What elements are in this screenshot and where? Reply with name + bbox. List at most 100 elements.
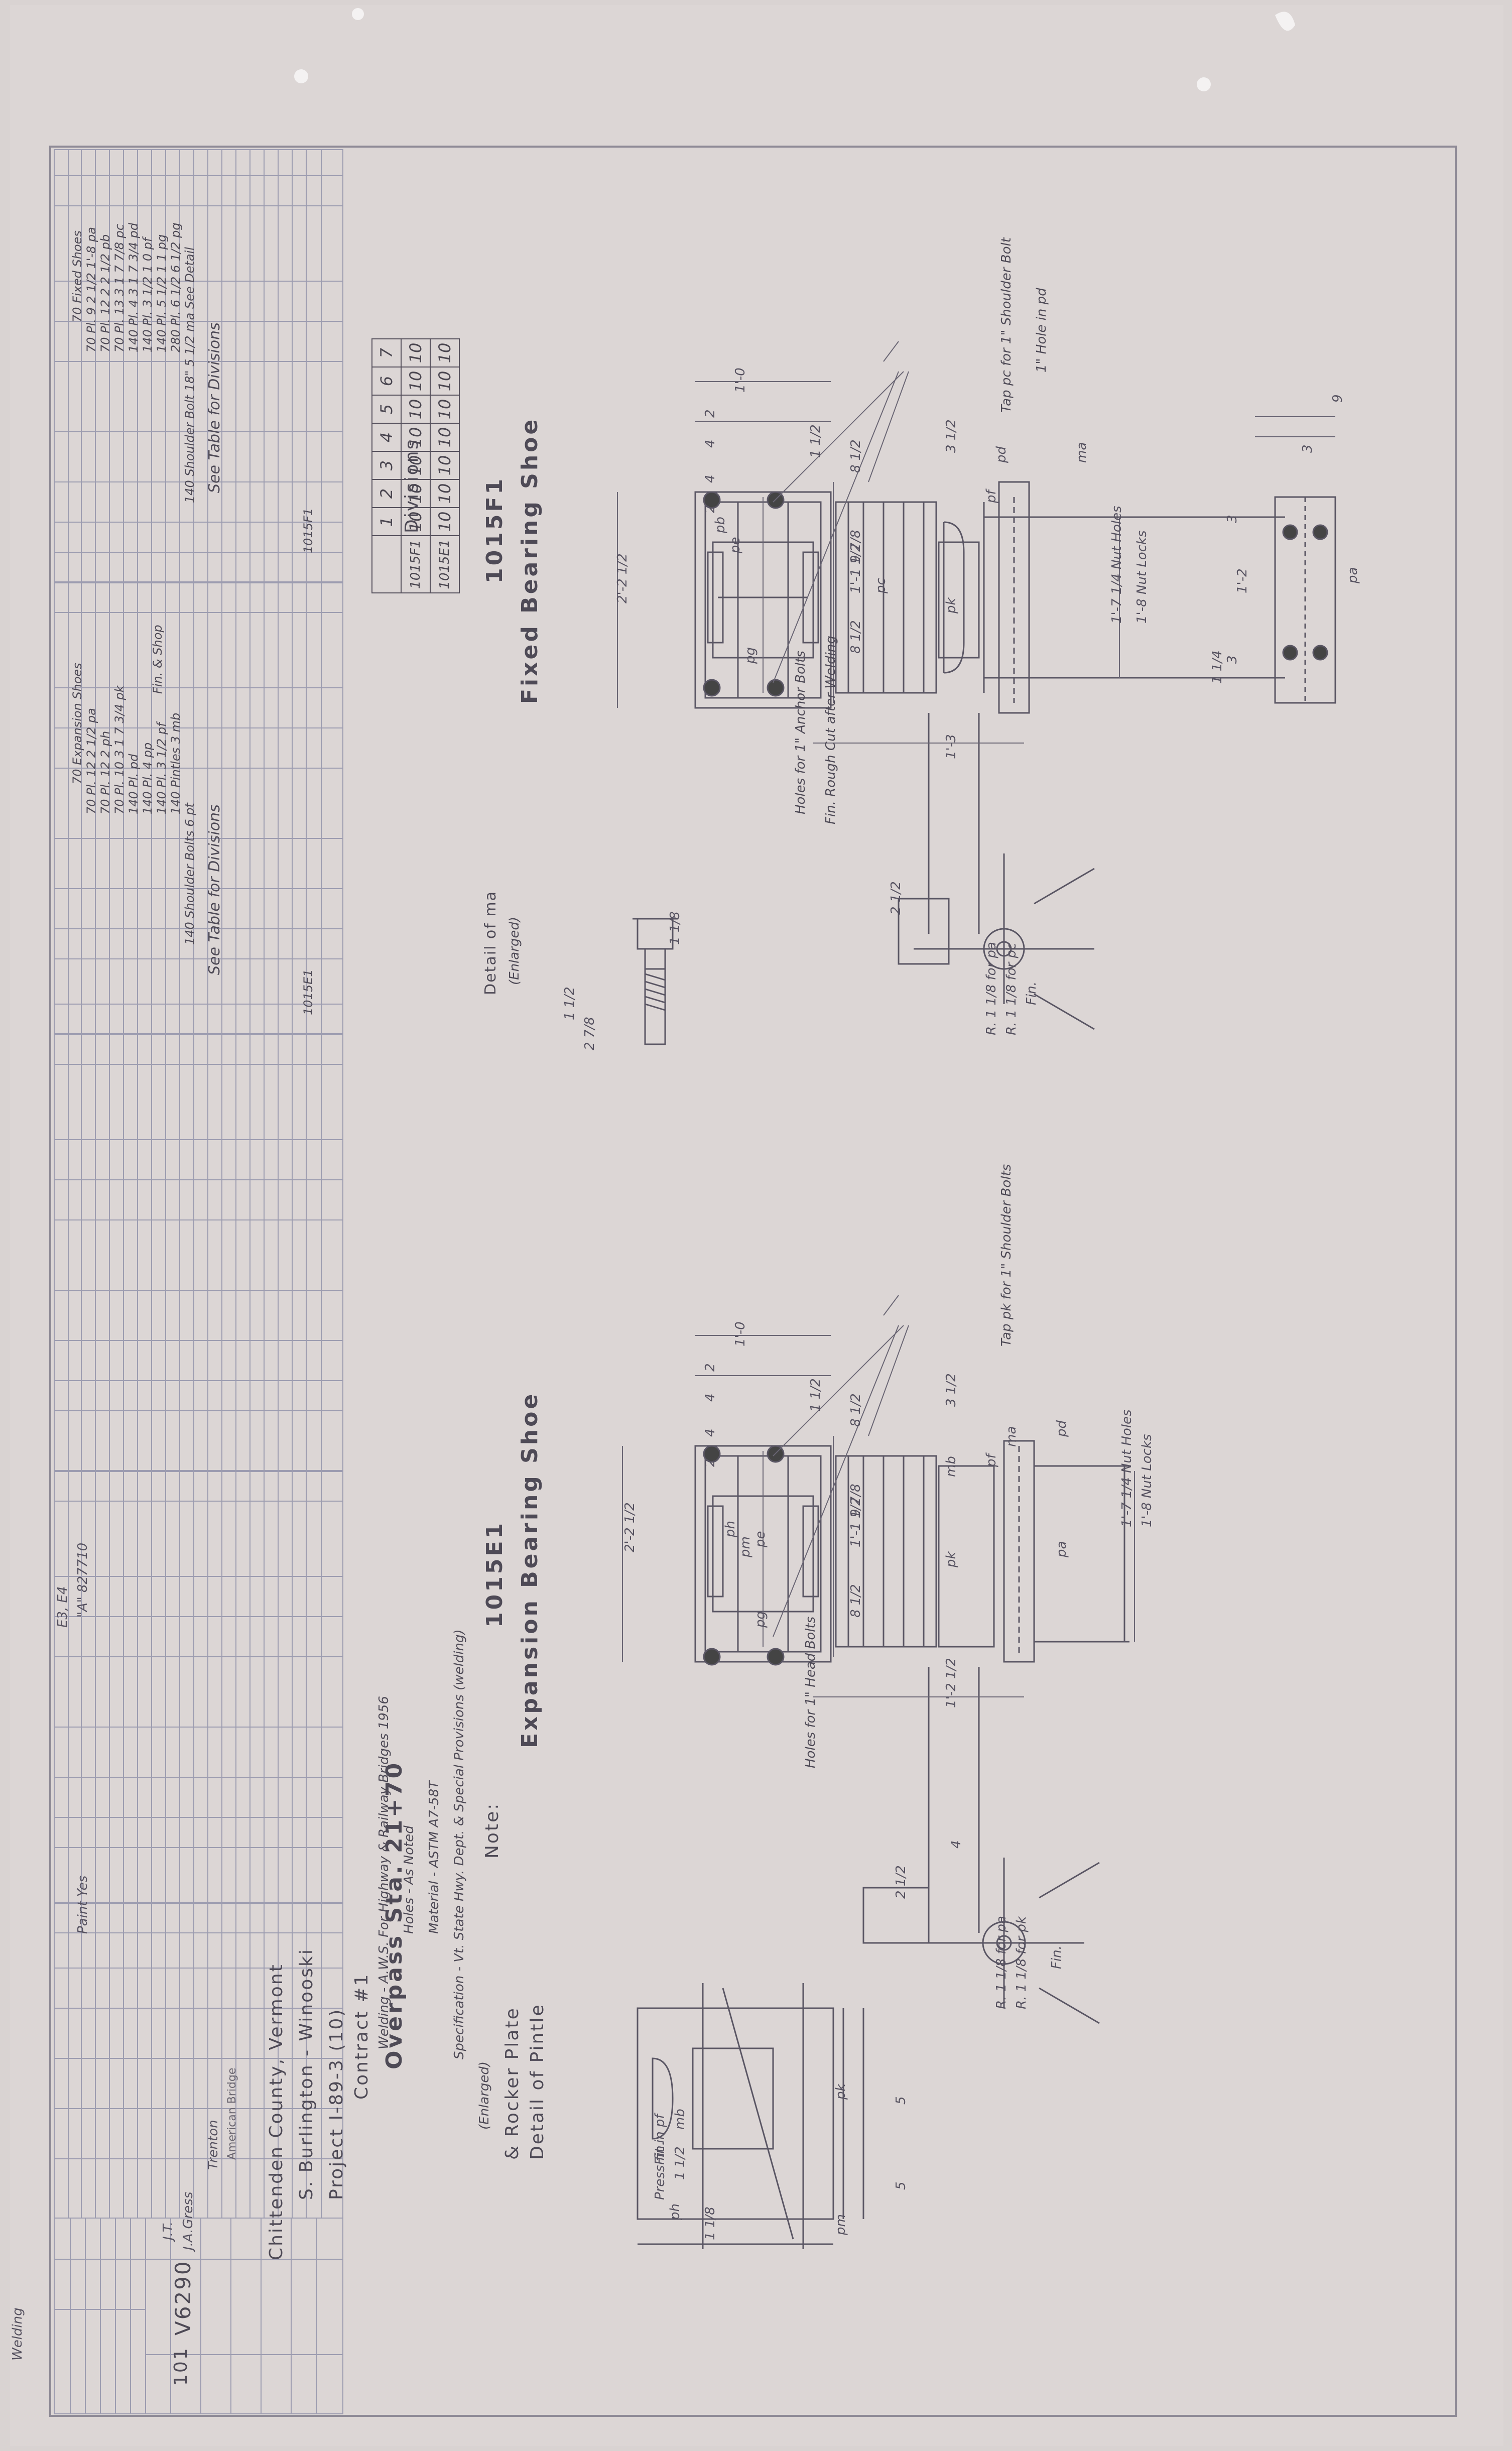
detail-ma-dim: 2 7/8: [582, 1017, 597, 1050]
detail-ma-dim: 1 1/2: [562, 987, 577, 1020]
title-block-frame: [54, 2218, 343, 2414]
expansion-shoe-label: 1'-7 1/4 Nut Holes: [1119, 1409, 1135, 1527]
side-note: Welding: [10, 2307, 25, 2361]
stamp: E3, E4: [55, 1586, 70, 1628]
fixed-shoe-dim: 9: [1330, 394, 1345, 403]
expansion-shoe-label: Tap pk for 1" Shoulder Bolts: [999, 1164, 1014, 1346]
expansion-shoe-dim: 1 1/2: [808, 1378, 823, 1412]
expansion-shoe-dimension-lines: [622, 1295, 1135, 1697]
project-number: Project I-89-3 (10): [326, 2008, 347, 2200]
expansion-shoe-label: ma: [1004, 1426, 1019, 1447]
pintle-label: 5: [894, 2181, 909, 2190]
fixed-shoe-dim: 3: [1225, 515, 1240, 523]
expansion-shoe-label: pm: [738, 1536, 753, 1557]
expansion-shoe-title: Expansion Bearing Shoe: [517, 1391, 543, 1748]
expansion-shoe-label: pd: [1054, 1420, 1069, 1437]
bom-row: 70 Pl. 10 3 1 7 3/4 pk: [112, 685, 127, 814]
fixed-shoe-label: Holes for 1" Anchor Bolts: [793, 651, 808, 814]
expansion-shoe-dim: 1'-2 1/2: [944, 1658, 959, 1708]
bom-row: 70 Pl. 12 2 2 1/2 pb: [98, 234, 112, 352]
fixed-shoe-label: R. 1 1/8 for pa: [984, 942, 999, 1035]
bom-row: 280 Pl. 6 1/2 6 1/2 pg: [169, 222, 183, 352]
fixed-shoe-mark: 1015F1: [482, 476, 508, 583]
bom-row: 140 Pl. 4 3 1 7 3/4 pd: [127, 222, 141, 352]
detail-ma-title: Detail of ma: [482, 891, 499, 995]
expansion-shoe-label: ph: [723, 1521, 738, 1537]
bom-row: 140 Shoulder Bolts 6 pt: [183, 803, 197, 945]
tear-mark: [1275, 12, 1295, 31]
bom-row: 70 Pl. 13 3 1 7 7/8 pc: [112, 223, 127, 352]
bom-row: 140 Pl. pd: [127, 754, 141, 814]
fixed-shoe-label: 1'-7 1/4 Nut Holes: [1109, 506, 1124, 624]
expansion-shoe-dim: 4: [703, 1428, 718, 1437]
detail-ma-bolt: [633, 918, 678, 1045]
fixed-shoe-label: pg: [743, 647, 758, 664]
bom-row: 140 Pl. 4 pp: [141, 742, 155, 814]
pintle-label: pm: [833, 2214, 848, 2235]
pintle-label: 1 1/2: [673, 2146, 688, 2180]
location: S. Burlington - Winooski: [296, 1948, 317, 2200]
fixed-shoe-dim: 8 1/2: [848, 620, 863, 654]
fixed-shoe-dim: 4: [703, 439, 718, 448]
expansion-shoe-label: 1'-8 Nut Locks: [1140, 1434, 1155, 1527]
note-title: Note:: [482, 1802, 502, 1859]
expansion-shoe-label: Fin.: [1049, 1945, 1064, 1969]
bom-row: 70 Pl. 12 2 ph: [98, 730, 112, 814]
fixed-shoe-label: pd: [994, 446, 1009, 463]
drawing-number: V6290: [171, 2260, 195, 2336]
expansion-shoe-dim: 2 1/2: [894, 1865, 909, 1899]
fixed-shoe-label: pb: [713, 516, 728, 533]
project-title: Overpass Sta. 21+70: [382, 1760, 407, 2069]
punch-hole: [352, 8, 364, 20]
punch-hole: [294, 69, 308, 83]
expansion-shoe-dim: 2: [703, 1363, 718, 1372]
bom-row: 70 Expansion Shoes: [70, 663, 84, 784]
bom-see-table: See Table for Divisions: [206, 804, 223, 975]
pintle-label: mb: [673, 2109, 688, 2130]
expansion-shoe-dim: 2: [703, 1458, 718, 1467]
expansion-shoe-label: Holes for 1" Head Bolts: [803, 1616, 818, 1768]
fixed-shoe-dim: 2 1/2: [889, 881, 904, 915]
detail-ma-dim: 1 1/8: [668, 911, 683, 945]
fixed-shoe-label: 1" Hole in pd: [1034, 288, 1049, 373]
fixed-shoe-label: Tap pc for 1" Shoulder Bolt: [999, 237, 1014, 413]
detail-pintle-subtitle: (Enlarged): [477, 2061, 492, 2130]
fixed-shoe-label: pc: [873, 578, 889, 593]
fixed-shoe-dim: 1'-3: [944, 734, 959, 759]
pintle-label: 5: [894, 2096, 909, 2105]
punch-hole: [1197, 77, 1211, 91]
expansion-shoe-label: R. 1 1/8 for pk: [1014, 1916, 1029, 2009]
bom-fin-note: Fin. & Shop: [151, 625, 165, 694]
paint-label: Paint Yes: [75, 1875, 90, 1934]
fixed-shoe-label: ma: [1074, 442, 1089, 463]
fixed-shoe-dim: 1 1/2: [808, 424, 823, 458]
bom-row: 140 Pintles 3 mb: [169, 712, 183, 814]
expansion-shoe-label: pf: [984, 1454, 999, 1467]
fixed-shoe-label: Fin. Rough Cut after Welding: [823, 636, 838, 824]
expansion-shoe-dim: 4: [949, 1840, 964, 1849]
checked-by: J.T.: [161, 2222, 176, 2240]
expansion-shoe-label: mb: [944, 1456, 959, 1477]
bom-mark: 1015E1: [301, 969, 315, 1015]
expansion-shoe-label: R. 1 1/8 for pa: [994, 1916, 1009, 2009]
note-line: Specification - Vt. State Hwy. Dept. & S…: [452, 1629, 467, 2059]
sheet-border: [49, 146, 1457, 2417]
expansion-shoe-label: pa: [1054, 1541, 1069, 1557]
order-ref: "A" 827710: [75, 1542, 90, 1618]
divisions-table: 1 2 3 4 5 6 7 1015F1 10 10 10 10 10 10 1…: [371, 338, 460, 593]
bom-row: 140 Shoulder Bolt 18" 5 1/2 ma See Detai…: [183, 247, 197, 503]
bom-row: 140 Pl. 3 1/2 1 0 pf: [141, 237, 155, 352]
expansion-shoe-dim: 3 1/2: [944, 1373, 959, 1407]
expansion-shoe-dim: 9 7/8: [848, 1484, 863, 1517]
detail-pintle-rocker-plate: [637, 1983, 864, 2249]
in-charge: J.A.Gress: [181, 2191, 196, 2250]
note-line: Material - ASTM A7-58T: [427, 1780, 442, 1934]
expansion-shoe-dim: 2'-2 1/2: [622, 1502, 638, 1552]
fixed-shoe-label: pe: [728, 537, 743, 554]
county: Chittenden County, Vermont: [266, 1963, 287, 2260]
fixed-shoe-dim: 1'-2: [1235, 568, 1250, 593]
pintle-label: 1 1/8: [703, 2207, 718, 2240]
fixed-shoe-label: pk: [944, 597, 959, 614]
fixed-shoe-dim: 3: [1300, 444, 1315, 453]
